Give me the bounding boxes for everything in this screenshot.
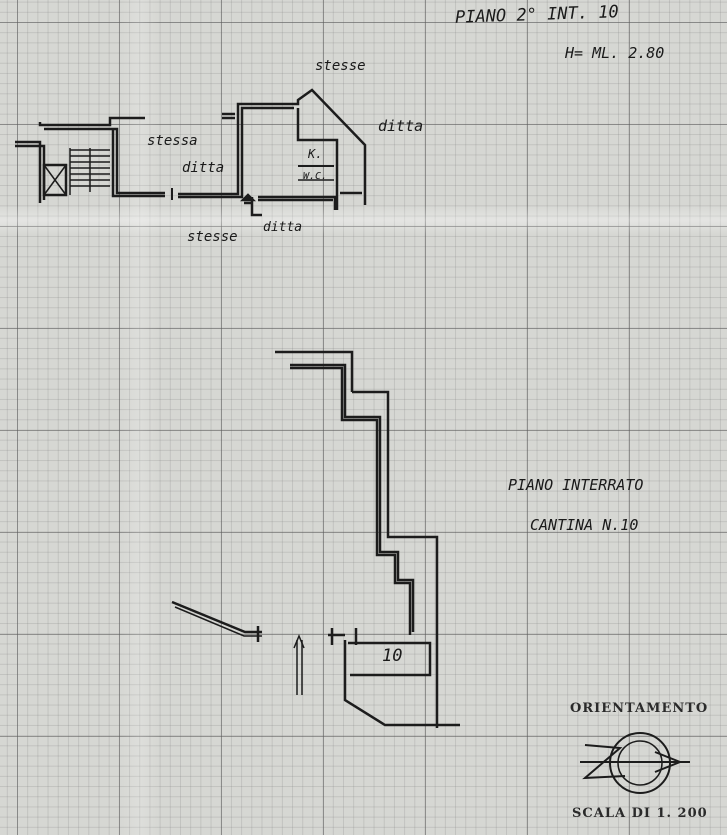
paper-fold [0,205,727,235]
stair-block [15,116,173,203]
paper-fold-vertical [120,0,160,835]
label-kitchen: K. [308,147,323,161]
cellar-number-label: CANTINA N.10 [530,516,639,534]
label-left-neighbor-1: stessa [147,133,198,149]
label-bottom-neighbor-2: ditta [263,220,303,235]
label-bottom-neighbor-1: stesse [187,229,238,245]
apartment-outline [178,88,367,217]
label-left-neighbor-2: ditta [182,160,225,176]
label-wc: W.C. [303,171,328,182]
scale-label: SCALA DI 1. 200 [572,806,708,821]
label-right-neighbor: ditta [378,117,424,135]
orientation-label: ORIENTAMENTO [570,701,709,716]
basement-title: PIANO INTERRATO [508,476,644,494]
label-top-neighbor: stesse [315,58,366,74]
cellar-outline [171,350,460,728]
north-arrow-icon [580,732,690,794]
cellar-unit-number: 10 [382,646,403,666]
height-note: H= ML. 2.80 [565,44,665,62]
